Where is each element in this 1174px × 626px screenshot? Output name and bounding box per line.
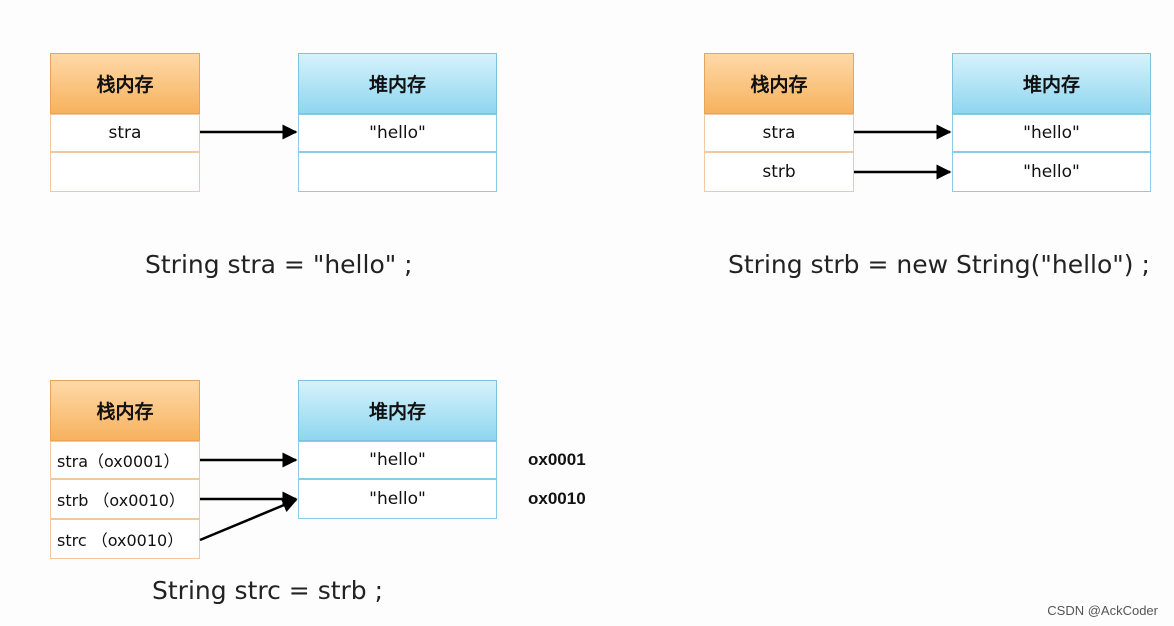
stack-cell: stra（ox0001） (50, 441, 200, 479)
stack-cell: strb (704, 152, 854, 192)
heap-cell: "hello" (952, 152, 1151, 192)
heap-cell: "hello" (298, 114, 497, 152)
reference-arrow (199, 498, 298, 542)
stack-memory-header: 栈内存 (50, 53, 200, 114)
heap-cell: "hello" (298, 441, 497, 479)
stack-cell: stra (50, 114, 200, 152)
stack-cell: strc （ox0010） (50, 519, 200, 559)
heap-cell (298, 152, 497, 192)
heap-cell: "hello" (952, 114, 1151, 152)
stack-memory-header: 栈内存 (50, 380, 200, 441)
code-caption: String stra = "hello" ; (145, 250, 413, 279)
heap-memory-header: 堆内存 (952, 53, 1151, 114)
memory-address-label: ox0010 (528, 489, 586, 508)
memory-address-label: ox0001 (528, 450, 586, 469)
watermark: CSDN @AckCoder (1047, 603, 1158, 618)
code-caption: String strc = strb ; (152, 576, 384, 605)
heap-cell: "hello" (298, 479, 497, 519)
heap-memory-header: 堆内存 (298, 53, 497, 114)
code-caption: String strb = new String("hello") ; (728, 250, 1150, 279)
heap-memory-header: 堆内存 (298, 380, 497, 441)
stack-cell: strb （ox0010） (50, 479, 200, 519)
stack-cell: stra (704, 114, 854, 152)
stack-cell (50, 152, 200, 192)
stack-memory-header: 栈内存 (704, 53, 854, 114)
